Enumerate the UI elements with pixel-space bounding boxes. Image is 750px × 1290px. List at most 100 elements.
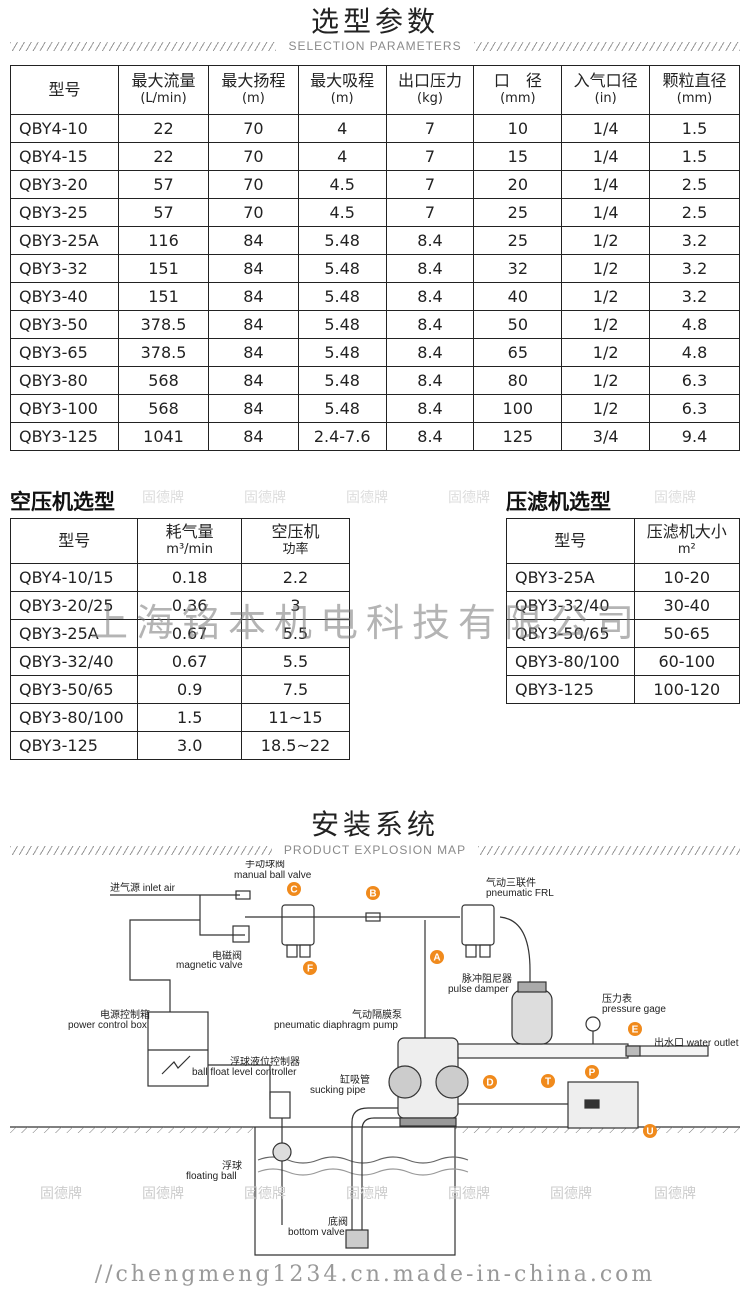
value-cell: 1/2: [561, 338, 651, 367]
frl-unit: [465, 944, 477, 958]
value-cell: 84: [208, 366, 299, 395]
column-header: 出口压力(kg): [385, 65, 475, 115]
marker-p-label: P: [589, 1068, 596, 1079]
value-cell: 57: [117, 198, 210, 227]
model-cell: QBY3-125: [9, 731, 139, 760]
value-cell: 60-100: [633, 647, 741, 676]
label-float-ball-en: floating ball: [186, 1171, 237, 1182]
column-header-unit: (mm): [500, 91, 536, 106]
float-controller: [269, 1091, 291, 1119]
marker-d-badge: [483, 1075, 497, 1089]
column-header-unit: (L/min): [140, 91, 187, 106]
model-cell: QBY3-25A: [506, 563, 635, 592]
value-cell: 5.48: [297, 338, 387, 367]
value-cell: 7: [385, 114, 475, 143]
value-cell: 4: [297, 114, 387, 143]
label-inlet-air: 进气源 inlet air: [110, 881, 176, 894]
label-manual-valve-en: manual ball valve: [234, 870, 312, 881]
label-bottom-valve-en: bottom valve: [288, 1227, 345, 1238]
value-cell: 5.5: [240, 647, 351, 676]
watermark-text: 固德牌: [448, 1185, 490, 1201]
model-cell: QBY4-10: [10, 114, 119, 143]
value-cell: 22: [117, 114, 210, 143]
value-cell: 20: [473, 170, 563, 199]
value-cell: 2.5: [649, 198, 740, 227]
value-cell: 8.4: [385, 282, 475, 311]
frl-unit: [479, 944, 491, 958]
value-cell: 84: [208, 254, 299, 283]
frl-unit: [286, 944, 298, 958]
model-cell: QBY3-40: [10, 282, 119, 311]
column-header-label: 空压机: [271, 522, 320, 541]
model-cell: QBY3-32/40: [9, 647, 139, 676]
column-header-label: 出口压力: [398, 71, 463, 90]
label-float-ball-cn: 浮球: [222, 1159, 242, 1172]
value-cell: 1/4: [561, 170, 651, 199]
marker-f-badge: [303, 961, 317, 975]
value-cell: 7.5: [240, 675, 351, 704]
air-line: [499, 916, 531, 985]
value-cell: 84: [208, 282, 299, 311]
cable: [129, 919, 200, 1012]
value-cell: 151: [117, 282, 210, 311]
value-cell: 1/2: [561, 366, 651, 395]
watermark-row: 固德牌 固德牌 固德牌 固德牌 固德牌: [0, 487, 750, 506]
magnetic-valve: [232, 925, 250, 943]
value-cell: 18.5~22: [240, 731, 351, 760]
value-cell: 84: [208, 226, 299, 255]
model-cell: QBY3-50: [10, 310, 119, 339]
column-header-unit: m³/min: [166, 542, 214, 557]
column-header: 型号: [506, 518, 635, 564]
label-bottom-valve-cn: 底阀: [328, 1215, 348, 1228]
water-surface: [257, 1168, 469, 1176]
value-cell: 57: [117, 170, 210, 199]
section-title-install: 安装系统: [310, 808, 439, 841]
section-subtitle-row: PRODUCT EXPLOSION MAP: [10, 842, 740, 858]
column-header: 最大流量(L/min): [117, 65, 210, 115]
pump-chamber: [435, 1065, 469, 1099]
model-cell: QBY3-65: [10, 338, 119, 367]
frl-unit: [461, 904, 495, 946]
model-cell: QBY3-80: [10, 366, 119, 395]
value-cell: 1/2: [561, 394, 651, 423]
value-cell: 7: [385, 142, 475, 171]
value-cell: 70: [208, 142, 299, 171]
watermark-text: 固德牌: [654, 490, 696, 506]
value-cell: 22: [117, 142, 210, 171]
marker-t-label: T: [545, 1077, 551, 1088]
label-float-ctrl-en: ball float level controller: [192, 1067, 297, 1078]
model-cell: QBY3-125: [506, 675, 635, 704]
column-header-unit: (m): [241, 91, 265, 106]
footer-url: //chengmeng1234.cn.made-in-china.com: [94, 1262, 656, 1287]
label-power-box-en: power control box: [68, 1020, 147, 1031]
column-header-unit: 功率: [282, 542, 309, 557]
marker-t-badge: [541, 1074, 555, 1088]
outlet-valve: [625, 1045, 641, 1057]
pulse-damper: [511, 989, 553, 1045]
marker-c-badge: [287, 882, 301, 896]
column-header-unit: (m): [330, 91, 354, 106]
value-cell: 100: [473, 394, 563, 423]
column-header-label: 型号: [48, 80, 81, 99]
company-watermark: 上海铭本机电科技有限公司: [90, 601, 643, 645]
control-box-symbol: [161, 1055, 191, 1075]
value-cell: 7: [385, 170, 475, 199]
value-cell: 2.5: [649, 170, 740, 199]
marker-a-badge: [430, 950, 444, 964]
column-header-label: 型号: [58, 531, 91, 550]
value-cell: 3.2: [649, 226, 740, 255]
